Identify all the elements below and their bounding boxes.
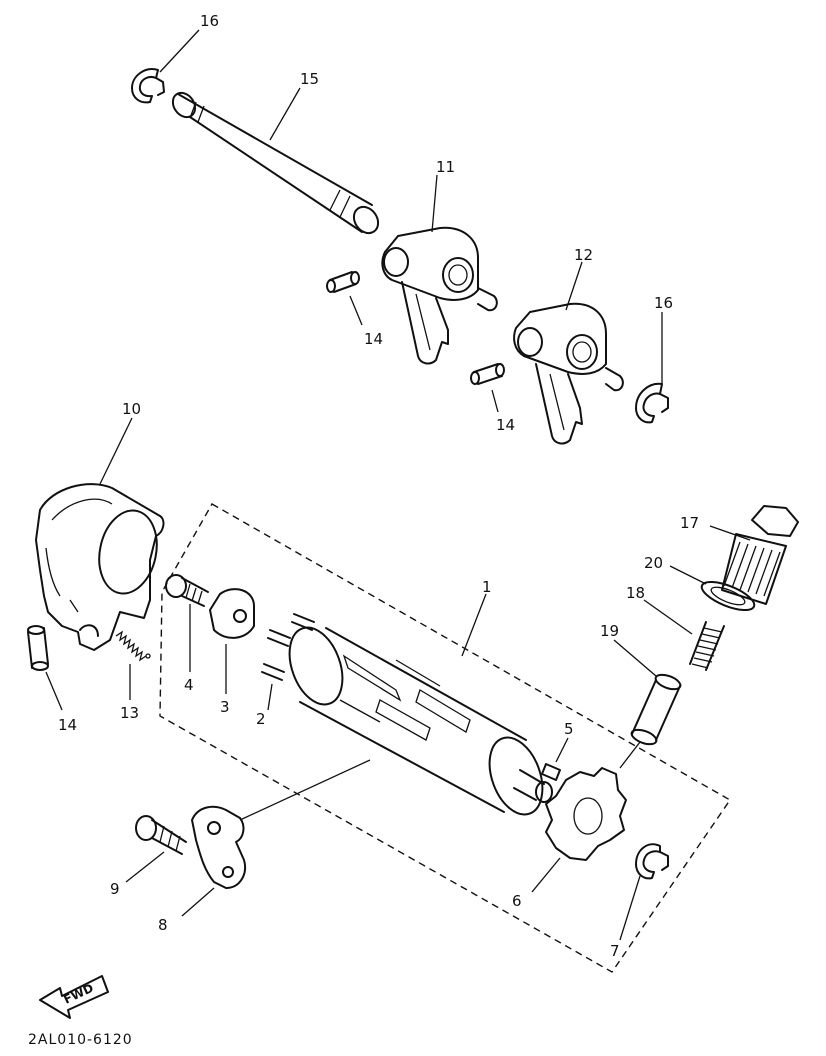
leader-11: [431, 174, 438, 233]
leader-8: [181, 887, 215, 917]
callout-19: 19: [600, 622, 619, 640]
leader-10: [99, 417, 133, 485]
callout-5: 5: [564, 720, 574, 738]
part-19-plunger: [630, 673, 682, 746]
callout-16-right: 16: [654, 294, 673, 312]
callout-13: 13: [120, 704, 139, 722]
callout-20: 20: [644, 554, 663, 572]
leader-12: [565, 261, 583, 311]
leader-17: [709, 525, 751, 541]
part-15-shaft: [171, 91, 380, 235]
leader-14b: [491, 389, 499, 413]
part-11-shift-fork: [381, 226, 498, 365]
leader-19: [613, 639, 657, 677]
part-17-plug-bolt: [721, 505, 799, 605]
leader-8-to-drum: [239, 759, 371, 821]
leader-19-to-segment: [619, 741, 641, 769]
callout-11: 11: [436, 158, 455, 176]
callout-8: 8: [158, 916, 168, 934]
part-9-bolt: [135, 815, 187, 855]
callout-9: 9: [110, 880, 120, 898]
part-18-spring: [689, 621, 725, 671]
part-7-circlip: [635, 843, 669, 880]
callout-16-top: 16: [200, 12, 219, 30]
callout-7: 7: [610, 942, 620, 960]
callout-15: 15: [300, 70, 319, 88]
fwd-arrow-icon: [39, 975, 109, 1019]
part-6-segment: [545, 767, 627, 861]
leader-5: [555, 737, 569, 763]
leader-18: [643, 599, 693, 635]
part-14-pin-c: [27, 625, 49, 671]
part-14-pin-a: [326, 271, 360, 293]
assembly-1-boundary: [159, 503, 732, 973]
leader-14a: [349, 295, 363, 326]
leader-15: [269, 87, 301, 141]
callout-18: 18: [626, 584, 645, 602]
part-8-stopper-plate: [191, 805, 246, 889]
leader-16a: [159, 29, 200, 73]
part-14-pin-b: [470, 363, 505, 385]
callout-12: 12: [574, 246, 593, 264]
part-2-pins: [261, 613, 315, 681]
leader-20: [669, 565, 707, 585]
callout-6: 6: [512, 892, 522, 910]
leader-14c: [45, 671, 63, 711]
callout-4: 4: [184, 676, 194, 694]
leader-7: [619, 875, 641, 941]
part-16-circlip-right: [635, 382, 669, 424]
part-3-plate: [209, 588, 255, 639]
callout-14-c: 14: [58, 716, 77, 734]
callout-2: 2: [256, 710, 266, 728]
leader-1: [461, 593, 487, 657]
part-5-pin: [541, 763, 561, 781]
callout-1: 1: [482, 578, 492, 596]
callout-14-b: 14: [496, 416, 515, 434]
leader-2: [267, 683, 273, 711]
part-12-shift-fork: [513, 302, 624, 445]
fwd-label: FWD: [61, 981, 95, 1007]
part-10-housing: [35, 483, 165, 651]
callout-14-a: 14: [364, 330, 383, 348]
part-4-screw: [165, 574, 209, 607]
part-13-spring: [115, 630, 151, 662]
part-20-gasket: [700, 581, 756, 611]
callout-10: 10: [122, 400, 141, 418]
part-16-circlip-top: [131, 68, 165, 104]
callout-17: 17: [680, 514, 699, 532]
leader-6: [531, 857, 561, 893]
shift-drum: [288, 626, 553, 816]
leader-9: [125, 851, 165, 883]
callout-3: 3: [220, 698, 230, 716]
drawing-code: 2AL010-6120: [28, 1032, 133, 1048]
